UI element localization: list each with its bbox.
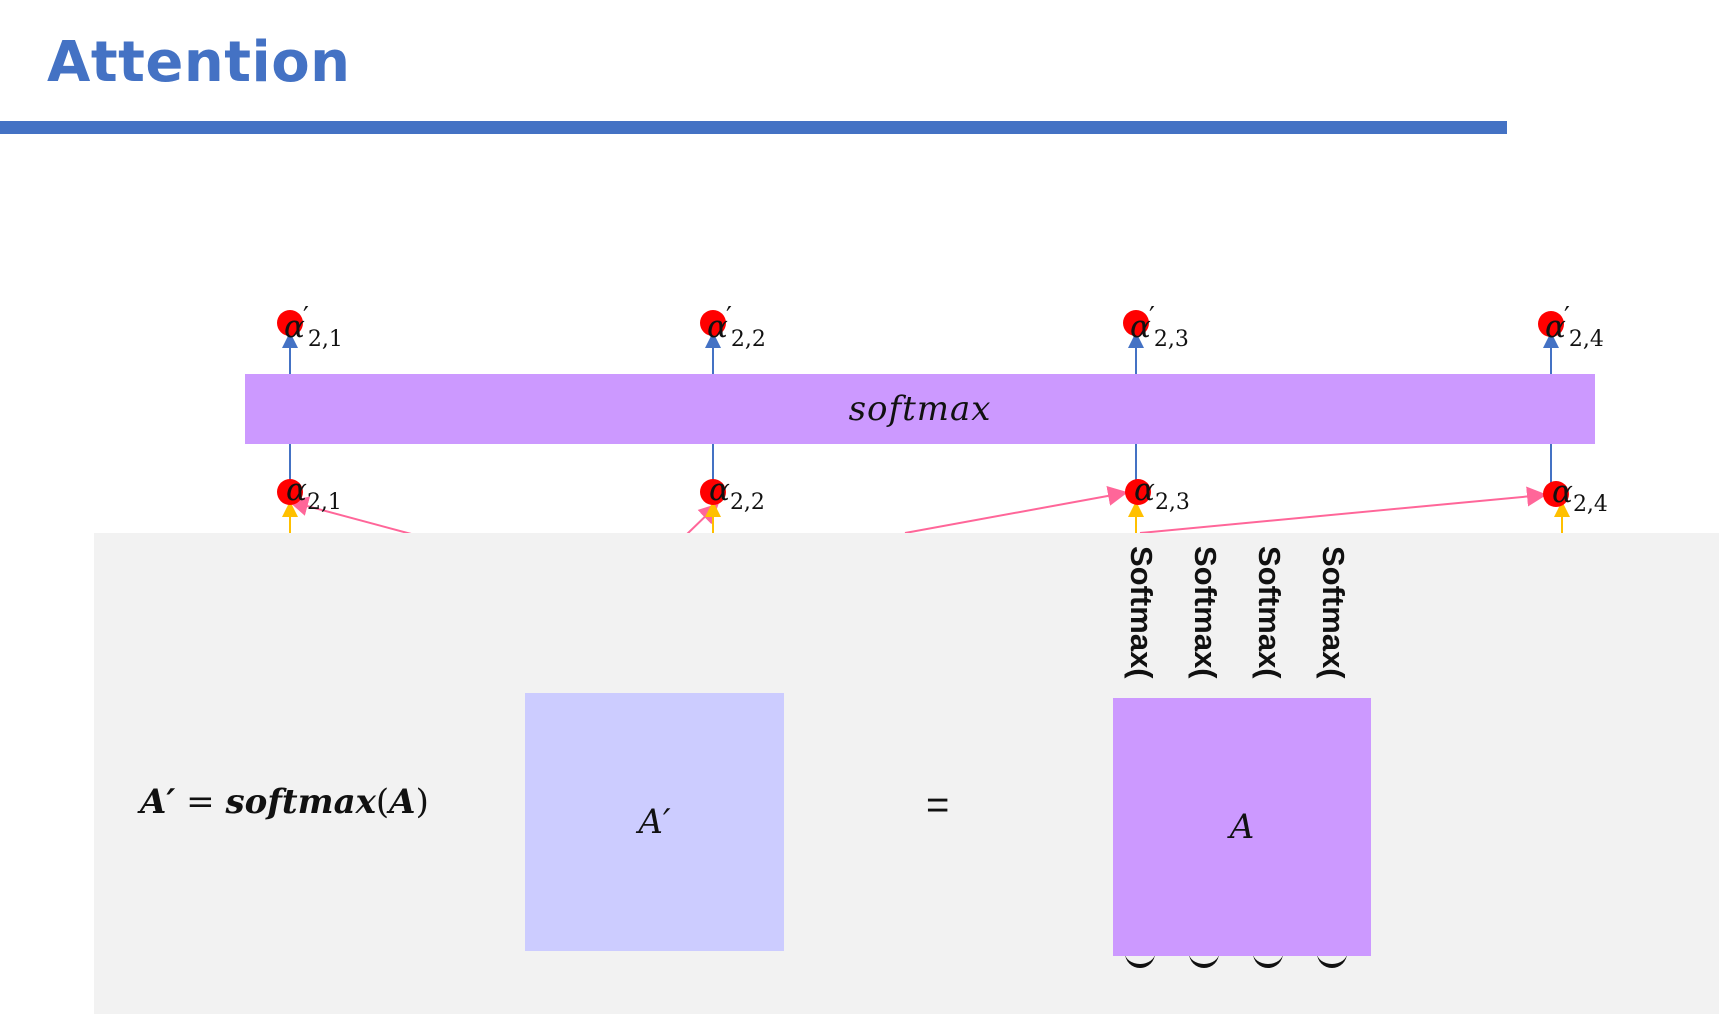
node-alpha-prime-2-2 [700,310,726,336]
label-alpha-prime-2-3: α′2,3 [1130,302,1189,352]
matrix-a-label: A [1229,807,1255,847]
column-softmax-label-1: Softmax( [1124,546,1159,679]
equation-softmax: A′ = softmax(A) [140,782,429,822]
label-alpha-2-4: α2,4 [1552,474,1608,517]
title-underline [0,121,1507,134]
column-close-paren-2 [1189,944,1219,968]
node-alpha-2-2 [700,479,726,505]
column-close-paren-1 [1125,944,1155,968]
matrix-a-prime-label: A′ [638,802,671,842]
matrix-form-panel [94,533,1719,1014]
node-alpha-2-1 [277,479,303,505]
pink-arrow-3 [904,486,1128,534]
column-close-paren-3 [1253,944,1283,968]
page-title: Attention [47,30,351,95]
column-softmax-label-3: Softmax( [1252,546,1287,679]
label-alpha-2-1: α2,1 [286,472,342,515]
label-alpha-2-2: α2,2 [709,472,765,515]
label-alpha-2-3: α2,3 [1134,472,1190,515]
pink-arrow-4 [1139,486,1547,534]
label-alpha-prime-2-1: α′2,1 [284,302,343,352]
node-alpha-prime-2-1 [277,310,303,336]
label-alpha-prime-2-2: α′2,2 [707,302,766,352]
matrix-a: A [1113,698,1371,956]
softmax-bar: softmax [245,374,1595,444]
node-alpha-prime-2-3 [1123,310,1149,336]
equals-sign: = [926,783,950,827]
column-softmax-label-4: Softmax( [1316,546,1351,679]
node-alpha-2-4 [1543,481,1569,507]
matrix-a-prime: A′ [525,693,784,951]
column-close-paren-4 [1317,944,1347,968]
label-alpha-prime-2-4: α′2,4 [1545,302,1604,352]
pink-arrow-1 [288,496,416,536]
node-alpha-2-3 [1125,479,1151,505]
column-softmax-label-2: Softmax( [1188,546,1223,679]
node-alpha-prime-2-4 [1538,311,1564,337]
softmax-label: softmax [848,389,992,429]
